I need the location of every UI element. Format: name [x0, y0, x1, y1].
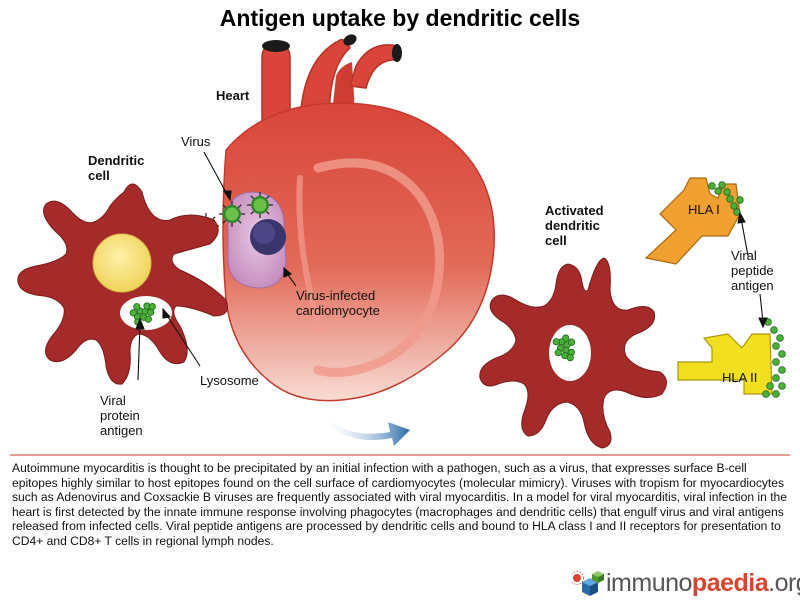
- hla-i-label: HLA I: [688, 202, 720, 217]
- viral-peptide-antigen-label-line-1: Viral: [731, 248, 757, 263]
- caption: Autoimmune myocarditis is thought to be …: [12, 461, 788, 548]
- leader-lines: [135, 151, 768, 381]
- virus-label: Virus: [181, 134, 211, 149]
- infected-cardiomyocyte: [227, 191, 287, 289]
- infected-cardiomyocyte-label-line-1: Virus-infected: [296, 288, 375, 303]
- logo-text-part2: paedia: [691, 569, 769, 597]
- activated-dendritic-cell-label-line-2: dendritic: [545, 218, 600, 233]
- lysosome-label: Lysosome: [200, 373, 259, 388]
- logo-cube-icon: [570, 571, 604, 596]
- logo-text-part1: immuno: [606, 569, 692, 597]
- diagram: Antigen uptake by dendritic cells: [10, 5, 790, 456]
- dendritic-cell-label-line-2: cell: [88, 168, 110, 183]
- activated-dendritic-cell-label-line-3: cell: [545, 233, 567, 248]
- hla-i-receptor: HLA I: [644, 177, 744, 265]
- viral-protein-antigen-label-line-1: Viral: [100, 393, 126, 408]
- vessel-opening-icon: [262, 40, 290, 52]
- viral-protein-antigen-label-line-2: protein: [100, 408, 140, 423]
- flow-arrow: [318, 410, 410, 446]
- viral-protein-antigen-label-line-3: antigen: [100, 423, 143, 438]
- infected-cardiomyocyte-label-line-2: cardiomyocyte: [296, 303, 380, 318]
- heart-label: Heart: [216, 88, 250, 103]
- dendritic-cell-label-line-1: Dendritic: [88, 153, 144, 168]
- activated-dendritic-cell: [479, 257, 667, 449]
- activated-dendritic-cell-label-line-1: Activated: [545, 203, 604, 218]
- logo-text: immunopaedia.org: [606, 569, 800, 598]
- immunopaedia-logo: immunopaedia.org: [570, 568, 800, 598]
- logo-text-part3: .org: [768, 569, 800, 597]
- hla-ii-label: HLA II: [722, 370, 757, 385]
- viral-peptide-antigen-label-line-3: antigen: [731, 278, 774, 293]
- hla-ii-receptor: HLA II: [677, 318, 786, 398]
- dendritic-cell: [17, 183, 228, 385]
- heart: [222, 34, 495, 402]
- viral-peptide-antigen-label-line-2: peptide: [731, 263, 774, 278]
- page-title: Antigen uptake by dendritic cells: [220, 5, 580, 31]
